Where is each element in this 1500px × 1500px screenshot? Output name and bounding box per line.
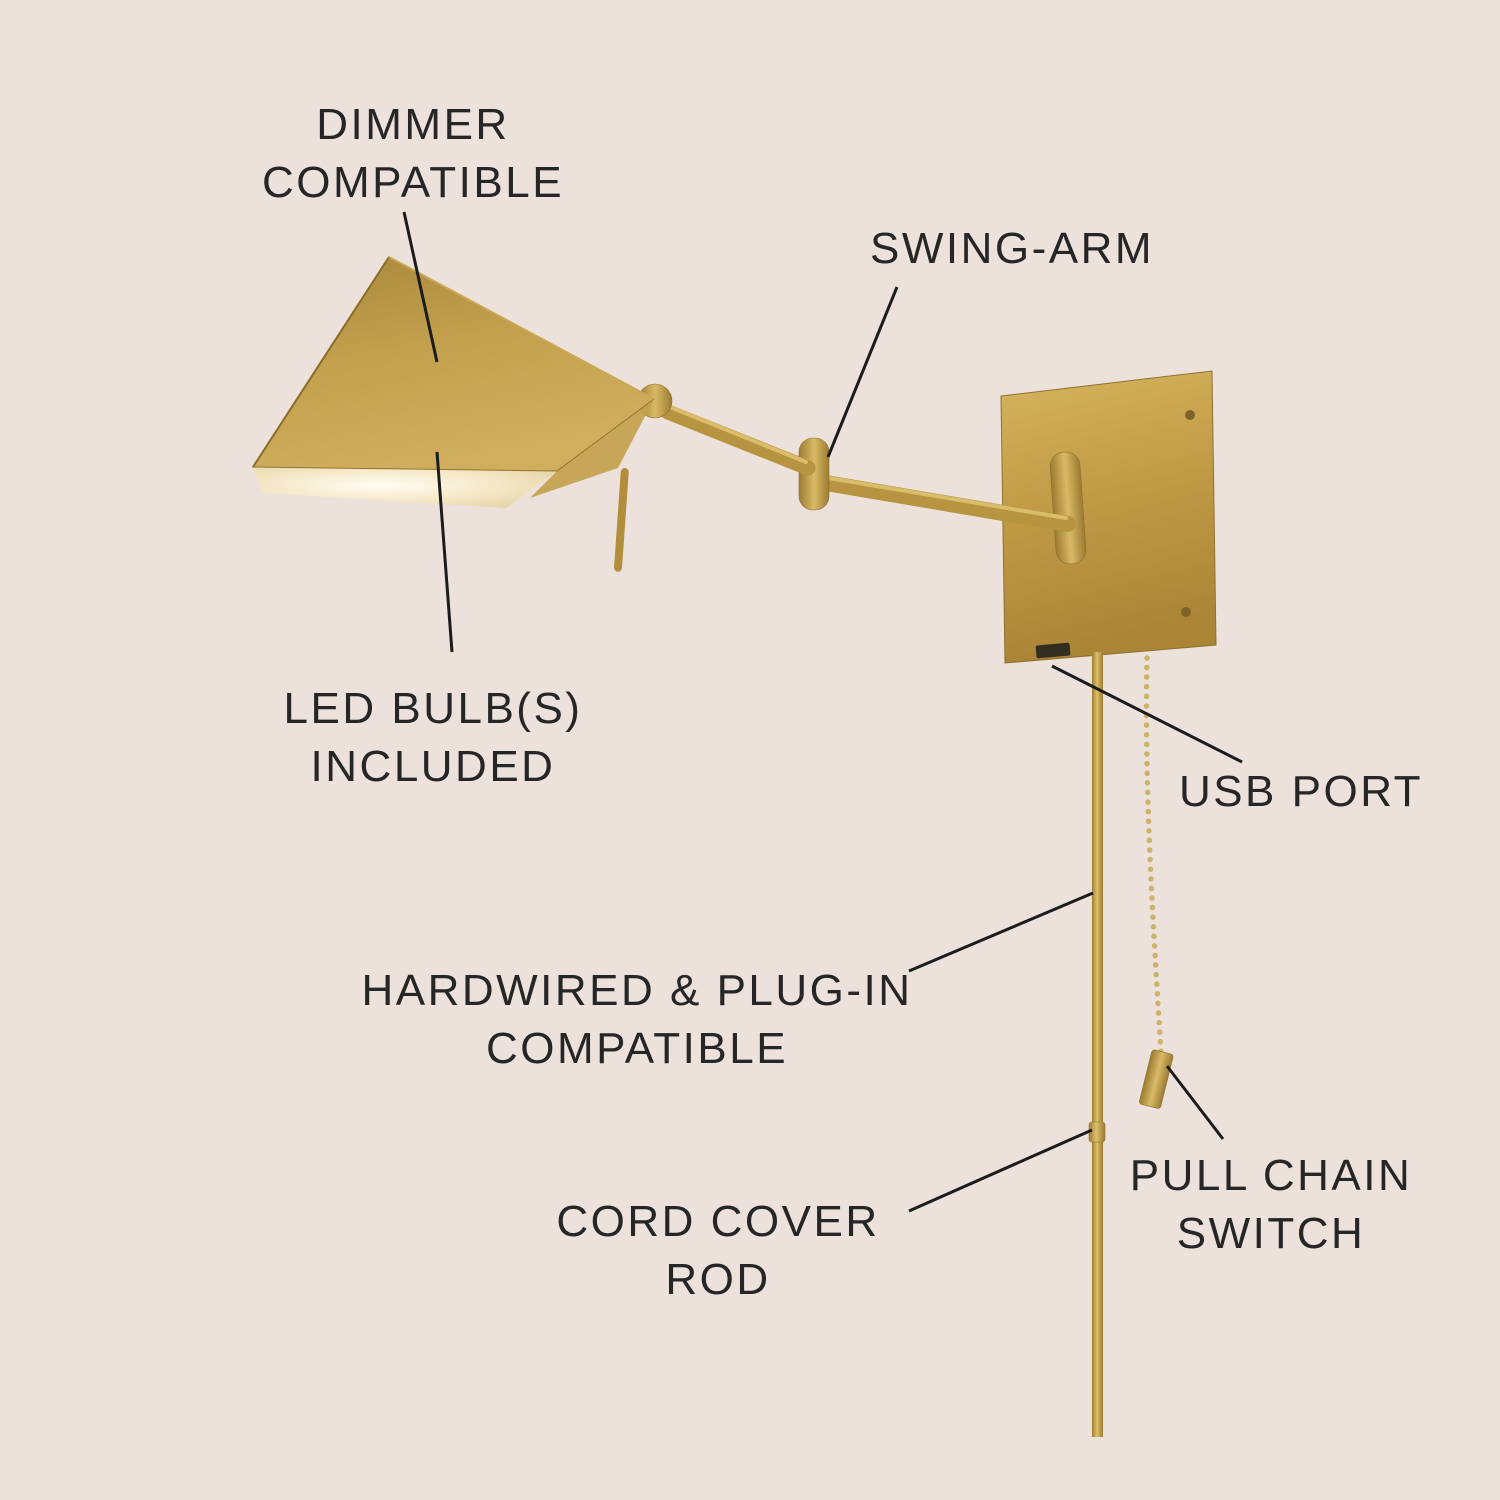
shade-left-edge [252,256,390,468]
callout-line-pull-chain [1165,1065,1225,1140]
label-line: COMPATIBLE [485,1024,789,1073]
label-line: ROD [665,1255,771,1304]
callout-line-led-bulb [435,451,454,653]
pull-chain [1143,655,1164,1055]
label-line: DIMMER [316,100,510,149]
label-line: HARDWIRED & PLUG-IN [361,966,913,1015]
mounting-screw-top [1185,410,1195,420]
mounting-screw-bottom [1181,607,1191,617]
rod-coupler [1088,1121,1106,1143]
label-pull-chain-switch: PULL CHAIN SWITCH [1130,1147,1413,1263]
label-led-bulb-included: LED BULB(S) INCLUDED [284,680,583,796]
callout-line-swing-arm [826,286,899,458]
label-dimmer-compatible: DIMMER COMPATIBLE [262,96,564,212]
label-line: LED BULB(S) [283,684,583,733]
callout-line-dimmer [402,211,439,363]
label-line: PULL CHAIN [1129,1151,1413,1200]
label-line: SWING-ARM [869,224,1155,273]
label-cord-cover-rod: CORD COVER ROD [556,1193,879,1309]
label-line: COMPATIBLE [261,158,565,207]
label-line: SWITCH [1176,1209,1366,1258]
pull-chain-handle [1139,1049,1174,1109]
wall-pivot [1049,451,1087,565]
swing-arm-front [660,404,816,476]
callout-line-hardwired [908,891,1094,973]
lamp-shade [252,256,655,472]
label-swing-arm: SWING-ARM [870,220,1154,278]
shade-ridge-edge [388,256,655,400]
arm-elbow-joint [798,437,830,511]
label-line: USB PORT [1178,767,1424,816]
shade-interior [253,467,557,508]
shade-adjuster-handle [614,467,629,572]
wall-plate [1000,370,1217,664]
cord-cover-rod [1088,652,1106,1437]
shade-interior-right [530,399,654,498]
label-usb-port: USB PORT [1179,763,1423,821]
usb-port-slot [1035,642,1071,659]
callout-line-cord-cover [908,1128,1093,1213]
label-line: CORD COVER [556,1197,880,1246]
label-hardwired-plug-in: HARDWIRED & PLUG-IN COMPATIBLE [361,962,912,1078]
label-line: INCLUDED [310,742,556,791]
swing-arm-rear [812,474,1076,532]
callout-line-usb-port [1051,664,1243,764]
